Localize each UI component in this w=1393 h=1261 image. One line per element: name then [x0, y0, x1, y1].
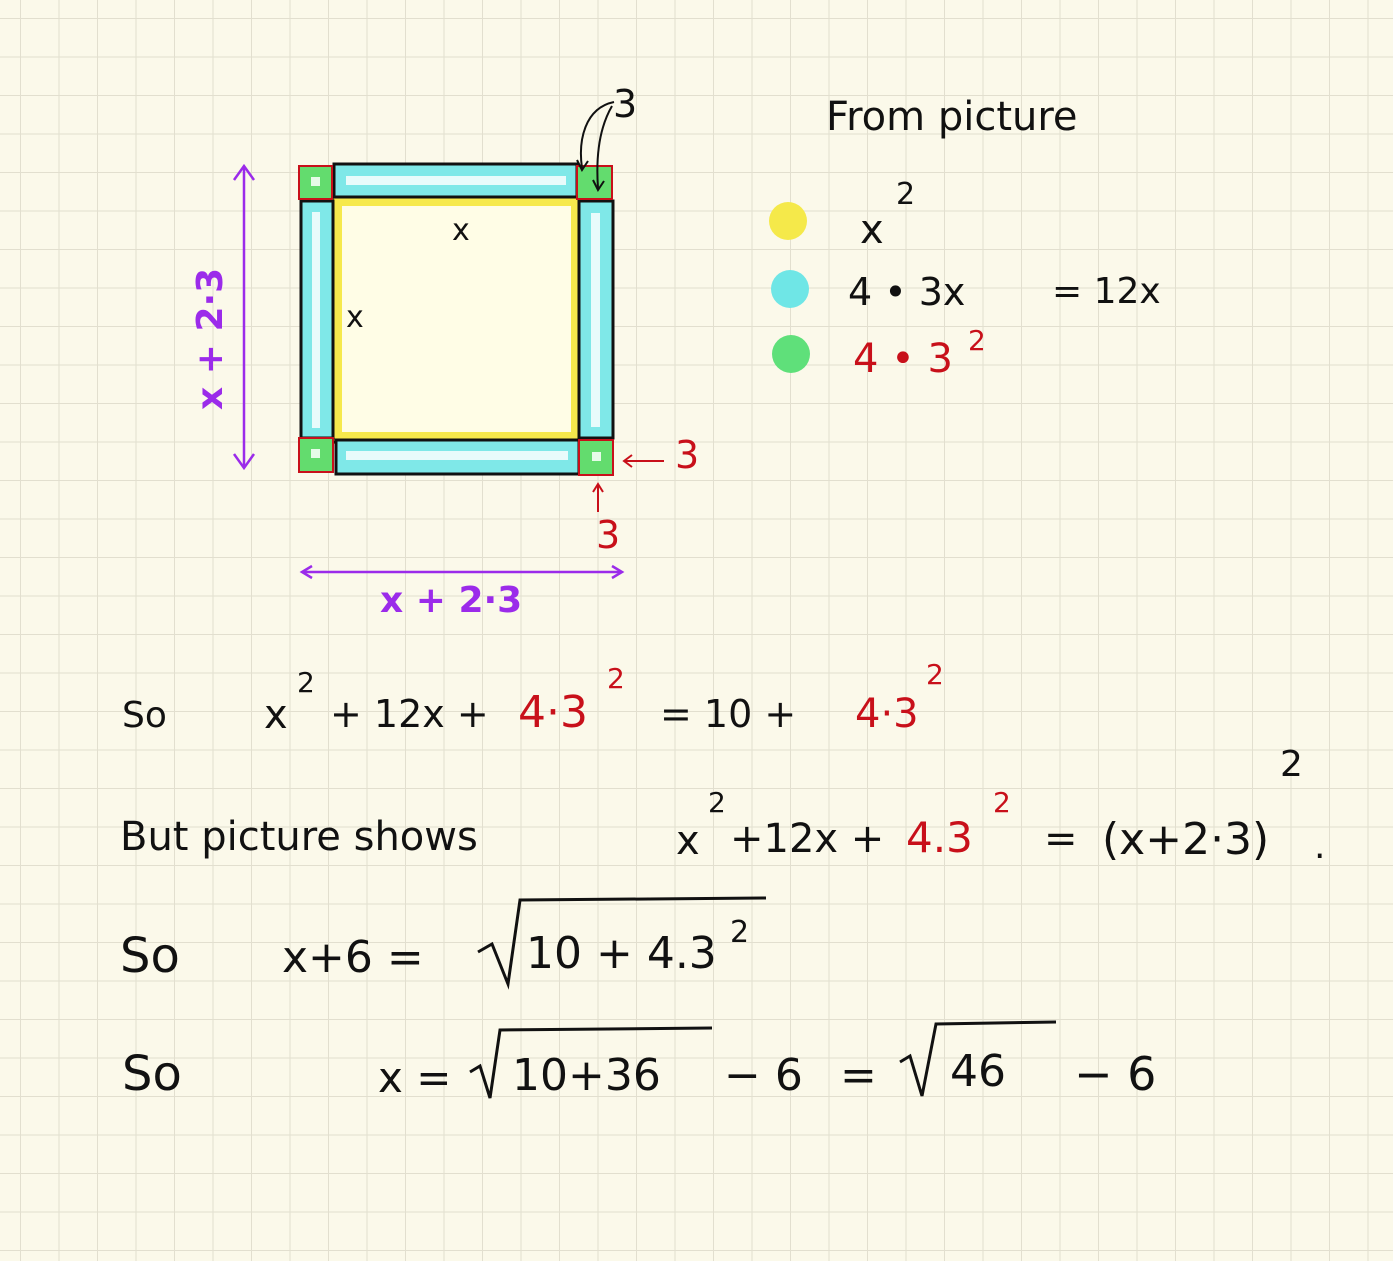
right-callout-label: 3 — [675, 433, 699, 477]
eq3-prefix: So — [120, 928, 180, 984]
bottom-callout-label: 3 — [596, 513, 620, 557]
top-callout-label: 3 — [613, 82, 637, 126]
eq1-rhs-red-exp: 2 — [926, 658, 944, 691]
eq2-paren: (x+2·3) — [1102, 814, 1269, 865]
eq2-prefix: But picture shows — [120, 814, 478, 860]
eq3-radical — [477, 896, 767, 990]
eq4-minus-2: − 6 — [1074, 1047, 1156, 1101]
eq4-minus-1: − 6 — [724, 1050, 803, 1101]
equation-line-3: So x+6 = 10 + 4.3 2 — [120, 896, 767, 990]
eq1-mid: + 12x + — [330, 692, 489, 736]
bottom-dimension-label: x + 2·3 — [380, 580, 522, 621]
eq2-paren-exp: 2 — [1280, 744, 1303, 785]
legend-cyan-swatch — [771, 270, 809, 308]
eq1-rhs: = 10 + — [660, 692, 796, 736]
eq4-radicand-2: 46 — [950, 1046, 1006, 1097]
equation-line-4: So x = 10+36 − 6 = 46 − 6 — [122, 1020, 1156, 1102]
legend-item-2-base: 4 • 3x — [848, 270, 965, 314]
left-dimension-label: x + 2·3 — [190, 268, 231, 410]
eq4-prefix: So — [122, 1046, 182, 1102]
eq2-x: x — [676, 818, 700, 864]
legend-item-1-exp: 2 — [896, 177, 915, 212]
eq3-radicand-exp: 2 — [730, 915, 749, 950]
eq4-lhs: x = — [378, 1053, 451, 1102]
legend-item-3-base: 4 • 3 — [853, 336, 953, 382]
eq2-red-exp: 2 — [993, 786, 1011, 819]
inner-side-left-label: x — [346, 300, 364, 335]
eq2-red-term: 4.3 — [906, 813, 973, 862]
eq1-x-exp: 2 — [297, 666, 315, 699]
corner-squares — [298, 165, 614, 476]
legend-item-2-tail: = 12x — [1052, 271, 1161, 312]
eq2-equals: = — [1044, 816, 1078, 862]
left-dimension-arrow — [232, 163, 256, 471]
eq1-red-exp: 2 — [607, 662, 625, 695]
eq1-x: x — [264, 692, 288, 738]
eq3-lhs: x+6 = — [282, 932, 424, 983]
eq4-radical-1 — [469, 1026, 713, 1099]
eq1-prefix: So — [122, 695, 167, 736]
eq1-rhs-red: 4·3 — [855, 691, 919, 737]
bottom-callout-arrow — [592, 482, 604, 512]
eq4-radicand-1: 10+36 — [512, 1050, 661, 1101]
top-callout-arrows — [576, 101, 615, 192]
eq4-equals: = — [840, 1050, 877, 1101]
legend: From picture x 2 4 • 3x = 12x 4 • 3 2 — [769, 94, 1161, 382]
x-squared-region — [330, 194, 583, 444]
eq3-radicand: 10 + 4.3 — [526, 928, 717, 979]
eq2-mid: +12x + — [730, 816, 884, 862]
completed-square-diagram: x x x + 2·3 x + 2·3 3 3 — [190, 82, 699, 621]
eq2-x-exp: 2 — [708, 786, 726, 819]
right-callout-arrow — [622, 454, 664, 468]
eq2-trailing-dot: . — [1314, 826, 1325, 867]
legend-heading: From picture — [826, 94, 1078, 140]
legend-yellow-swatch — [769, 202, 807, 240]
legend-item-1-base: x — [860, 207, 884, 253]
eq4-radical-2 — [899, 1020, 1057, 1097]
equation-line-2: But picture shows x 2 +12x + 4.3 2 = (x+… — [120, 744, 1325, 867]
equation-line-1: So x 2 + 12x + 4·3 2 = 10 + 4·3 2 — [122, 658, 944, 738]
legend-item-3-exp: 2 — [968, 324, 986, 357]
legend-green-swatch — [772, 335, 810, 373]
eq1-red-term: 4·3 — [518, 687, 588, 738]
bottom-dimension-arrow — [299, 564, 625, 580]
inner-side-top-label: x — [452, 213, 470, 248]
